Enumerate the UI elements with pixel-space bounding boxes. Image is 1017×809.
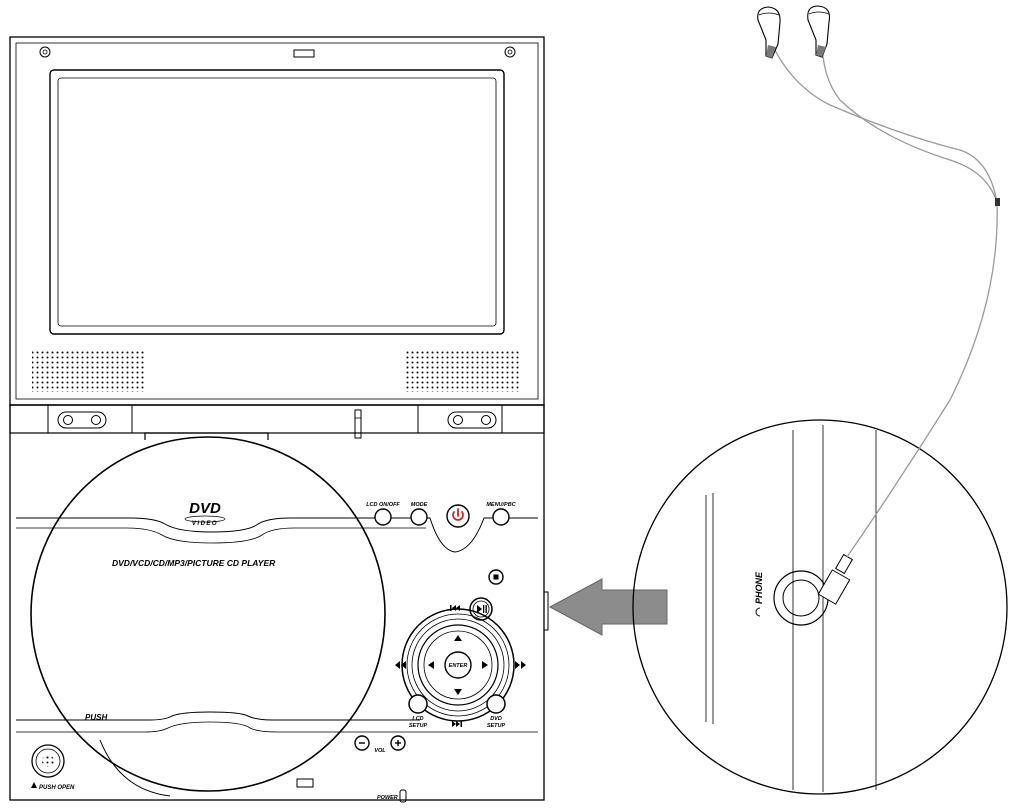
base bbox=[9, 404, 549, 803]
lcd-screen bbox=[49, 69, 505, 335]
lcd-setup-label-line1: LCD bbox=[412, 716, 423, 722]
lid bbox=[9, 36, 545, 406]
svg-text:PHONE: PHONE bbox=[754, 571, 764, 604]
right-earbud bbox=[807, 5, 831, 58]
lcd-setup-label-line2: SETUP bbox=[409, 723, 428, 729]
mode-label: MODE bbox=[411, 502, 428, 508]
svg-text:VIDEO: VIDEO bbox=[192, 521, 218, 527]
dvd-setup-label-line2: SETUP bbox=[487, 723, 506, 729]
enter-label: ENTER bbox=[449, 663, 468, 669]
dvd-video-logo: DVD VIDEO bbox=[184, 500, 226, 527]
dvd-setup-label-line1: DVD bbox=[490, 716, 502, 722]
headphone-icon bbox=[755, 607, 761, 617]
skip-next-icon bbox=[452, 721, 462, 727]
vol-label: VOL bbox=[374, 748, 386, 754]
minus-icon bbox=[359, 742, 365, 744]
headphone-plug bbox=[817, 553, 854, 605]
left-earbud bbox=[757, 6, 781, 59]
push-open-icon bbox=[31, 782, 37, 788]
earphone-cable bbox=[769, 29, 998, 558]
headphone-jack bbox=[773, 570, 829, 626]
zoom-detail-circle bbox=[632, 419, 1008, 795]
play-pause-icon bbox=[477, 605, 487, 613]
disc-lid bbox=[30, 432, 386, 797]
push-label: PUSH bbox=[85, 713, 107, 722]
left-speaker-grille bbox=[32, 350, 145, 392]
power-label: POWER bbox=[377, 795, 398, 801]
arrow-left-icon bbox=[548, 578, 668, 636]
lcd-onoff-label: LCD ON/OFF bbox=[366, 502, 400, 508]
lcd-setup-button[interactable] bbox=[408, 694, 428, 714]
fast-forward-icon bbox=[515, 661, 526, 669]
stop-icon bbox=[493, 574, 499, 580]
phone-label: PHONE bbox=[754, 571, 764, 617]
play-pause-ring bbox=[472, 600, 490, 618]
push-open-label: PUSH OPEN bbox=[39, 785, 75, 791]
svg-text:DVD: DVD bbox=[189, 500, 221, 517]
menu-pbc-button[interactable] bbox=[492, 508, 510, 526]
right-speaker-grille bbox=[405, 350, 520, 392]
cable-splitter bbox=[995, 198, 1000, 206]
lcd-onoff-button[interactable] bbox=[374, 508, 392, 526]
mode-button[interactable] bbox=[410, 508, 428, 526]
dvd-setup-button[interactable] bbox=[486, 694, 506, 714]
power-icon bbox=[452, 508, 464, 521]
nav-arrow-icons bbox=[428, 635, 488, 695]
player-title: DVD/VCD/CD/MP3/PICTURE CD PLAYER bbox=[112, 558, 276, 568]
push-open-button[interactable] bbox=[31, 744, 65, 778]
enter-button[interactable] bbox=[444, 651, 472, 679]
menu-pbc-label: MENU/PBC bbox=[486, 502, 516, 508]
rewind-icon bbox=[395, 661, 406, 669]
hinge bbox=[9, 404, 545, 439]
plus-icon bbox=[395, 740, 401, 746]
